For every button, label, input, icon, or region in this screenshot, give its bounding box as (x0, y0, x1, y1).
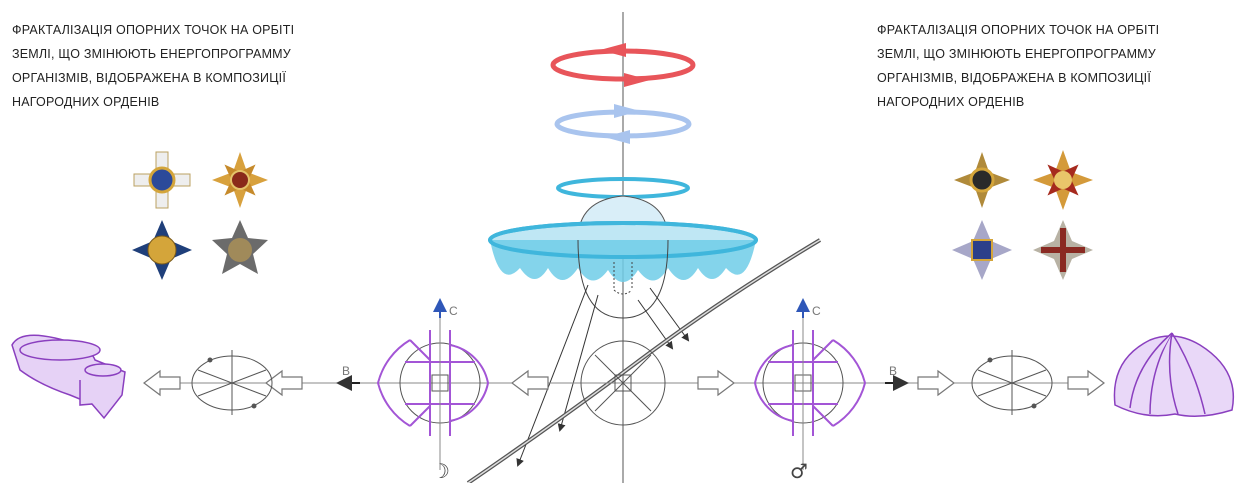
medal-image (952, 220, 1012, 280)
caption-right: ФРАКТАЛІЗАЦІЯ ОПОРНИХ ТОЧОК НА ОРБІТІ ЗЕ… (877, 23, 1160, 109)
medal-image (954, 152, 1010, 208)
cyan-skirt-ring (488, 221, 758, 282)
medal-image (212, 220, 268, 274)
right-medals (952, 150, 1093, 280)
right-purple-flower (753, 300, 867, 470)
blue-rotation-ring (554, 104, 692, 144)
hollow-arrows (143, 369, 1105, 397)
left-west-label: В (342, 364, 350, 378)
right-ellipse-diagram (971, 350, 1053, 415)
medal-image (1033, 150, 1093, 210)
medal-image (132, 220, 192, 280)
central-cross-circle (580, 340, 666, 426)
red-rotation-ring (550, 43, 696, 87)
left-purple-flower (376, 300, 490, 470)
right-purple-form (1113, 332, 1235, 417)
moon-symbol: ☽ (432, 459, 450, 483)
left-medals (132, 151, 268, 280)
left-north-label: С (449, 304, 458, 318)
caption-left: ФРАКТАЛІЗАЦІЯ ОПОРНИХ ТОЧОК НА ОРБІТІ ЗЕ… (12, 23, 295, 109)
medal-image (1033, 220, 1093, 280)
left-purple-form (11, 334, 126, 420)
right-north-label: С (812, 304, 821, 318)
medal-image (212, 152, 268, 208)
descending-arrows (516, 284, 690, 467)
mars-symbol: ♂ (790, 459, 808, 483)
medal-image (133, 151, 191, 209)
inner-sphere-lower (577, 239, 669, 319)
right-east-label: В (889, 364, 897, 378)
left-ellipse-diagram (191, 350, 273, 415)
